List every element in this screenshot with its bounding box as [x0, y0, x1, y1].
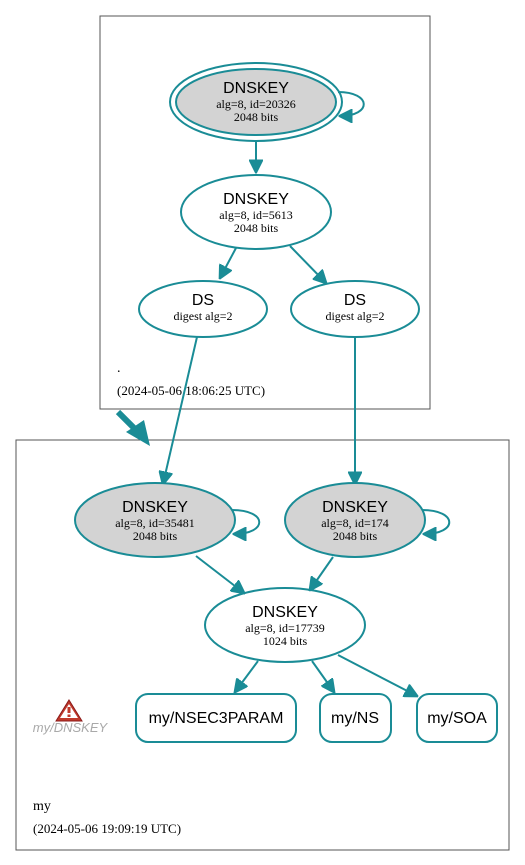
- my-ksk-left-alg: alg=8, id=35481: [115, 516, 195, 530]
- root-ds-left-title: DS: [192, 292, 214, 309]
- delegation-arrowhead: [126, 420, 150, 446]
- my-zone-timestamp: (2024-05-06 19:09:19 UTC): [33, 821, 181, 836]
- edge-root-zsk-to-ds-left: [220, 247, 237, 278]
- warning-triangle-icon: [55, 699, 83, 722]
- warning-label: my/DNSKEY: [33, 720, 109, 735]
- root-ds-left-digest: digest alg=2: [173, 309, 232, 323]
- my-ksk-left-title: DNSKEY: [122, 499, 188, 516]
- rrset-ns-label: my/NS: [331, 710, 379, 727]
- root-ds-right-node[interactable]: DS digest alg=2: [290, 280, 420, 338]
- root-ds-right-title: DS: [344, 292, 366, 309]
- rrset-nsec3param[interactable]: my/NSEC3PARAM: [135, 693, 297, 743]
- root-zsk-alg: alg=8, id=5613: [219, 208, 293, 222]
- my-ksk-left-bits: 2048 bits: [133, 529, 178, 543]
- my-zsk-bits: 1024 bits: [263, 634, 308, 648]
- root-ksk-title: DNSKEY: [223, 80, 289, 97]
- edge-ds-left-to-my-ksk-left: [163, 336, 198, 484]
- rrset-ns[interactable]: my/NS: [319, 693, 392, 743]
- root-ksk-node[interactable]: DNSKEY alg=8, id=20326 2048 bits: [169, 62, 343, 142]
- root-ksk-selfloop: [337, 91, 365, 116]
- my-ksk-right-bits: 2048 bits: [333, 529, 378, 543]
- edge-my-zsk-to-nsec3param: [235, 660, 259, 692]
- my-ksk-right-selfloop: [421, 509, 451, 534]
- my-zsk-title: DNSKEY: [252, 604, 318, 621]
- root-ds-left-node[interactable]: DS digest alg=2: [138, 280, 268, 338]
- edge-my-ksk-left-to-zsk: [195, 555, 244, 593]
- root-zone-name: .: [117, 361, 121, 376]
- root-zsk-node[interactable]: DNSKEY alg=8, id=5613 2048 bits: [180, 174, 332, 250]
- root-ksk-bits: 2048 bits: [234, 110, 279, 124]
- my-ksk-left-selfloop: [231, 509, 261, 534]
- root-zsk-title: DNSKEY: [223, 191, 289, 208]
- root-ksk-alg: alg=8, id=20326: [216, 97, 296, 111]
- rrset-soa[interactable]: my/SOA: [416, 693, 498, 743]
- root-zsk-bits: 2048 bits: [234, 221, 279, 235]
- root-zone-timestamp: (2024-05-06 18:06:25 UTC): [117, 383, 265, 398]
- edge-my-zsk-to-ns: [311, 660, 334, 692]
- my-zone-name: my: [33, 799, 51, 814]
- my-ksk-right-node[interactable]: DNSKEY alg=8, id=174 2048 bits: [284, 482, 426, 558]
- my-zsk-node[interactable]: DNSKEY alg=8, id=17739 1024 bits: [204, 587, 366, 663]
- my-ksk-right-title: DNSKEY: [322, 499, 388, 516]
- rrset-soa-label: my/SOA: [427, 710, 487, 727]
- edge-root-zsk-to-ds-right: [289, 245, 326, 283]
- my-zsk-alg: alg=8, id=17739: [245, 621, 325, 635]
- edge-my-zsk-to-soa: [337, 654, 417, 696]
- my-ksk-right-alg: alg=8, id=174: [321, 516, 389, 530]
- root-ds-right-digest: digest alg=2: [325, 309, 384, 323]
- rrset-nsec3param-label: my/NSEC3PARAM: [149, 710, 284, 727]
- edge-my-ksk-right-to-zsk: [310, 556, 334, 590]
- my-ksk-left-node[interactable]: DNSKEY alg=8, id=35481 2048 bits: [74, 482, 236, 558]
